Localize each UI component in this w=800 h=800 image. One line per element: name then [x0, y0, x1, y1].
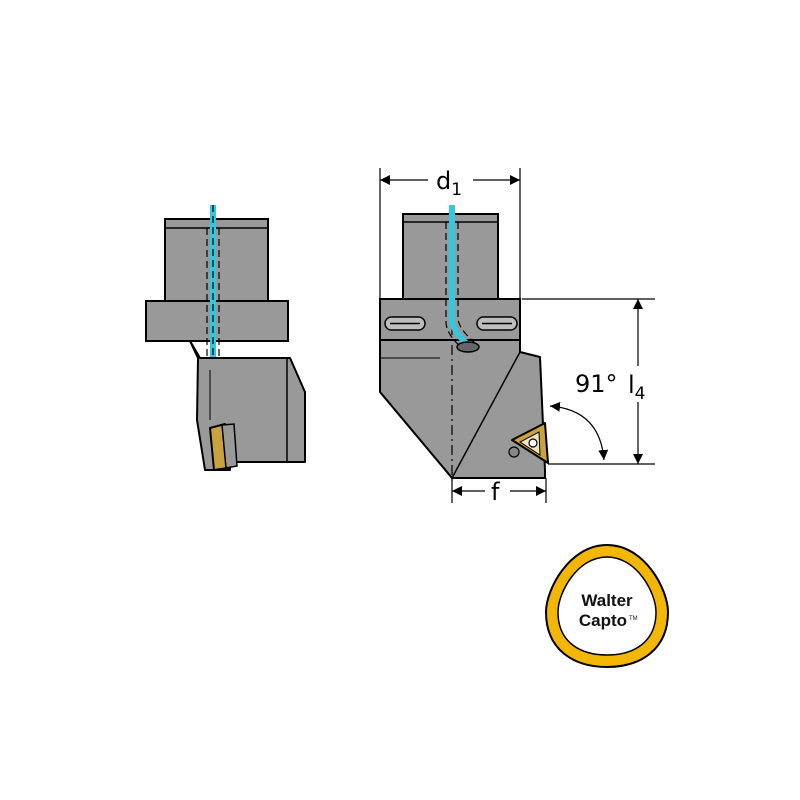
- side-view-body: [146, 340, 306, 471]
- length-label: l4: [628, 371, 646, 404]
- angle-label: 91°: [575, 370, 618, 398]
- svg-text:Capto: Capto: [579, 611, 627, 630]
- diameter-label: d1: [436, 167, 462, 200]
- dimension-lines: [379, 168, 655, 503]
- side-view-shank: [164, 218, 269, 303]
- angle-arc: [549, 401, 609, 461]
- top-view: [379, 205, 549, 482]
- coolant-outlet: [456, 341, 480, 353]
- walter-capto-logo: Walter Capto TM: [544, 543, 670, 669]
- svg-text:TM: TM: [629, 616, 638, 622]
- logo-center: [557, 556, 657, 656]
- offset-label: f: [491, 478, 500, 506]
- side-view-flange: [145, 300, 289, 342]
- svg-text:Walter: Walter: [581, 591, 633, 610]
- side-view: [145, 205, 306, 471]
